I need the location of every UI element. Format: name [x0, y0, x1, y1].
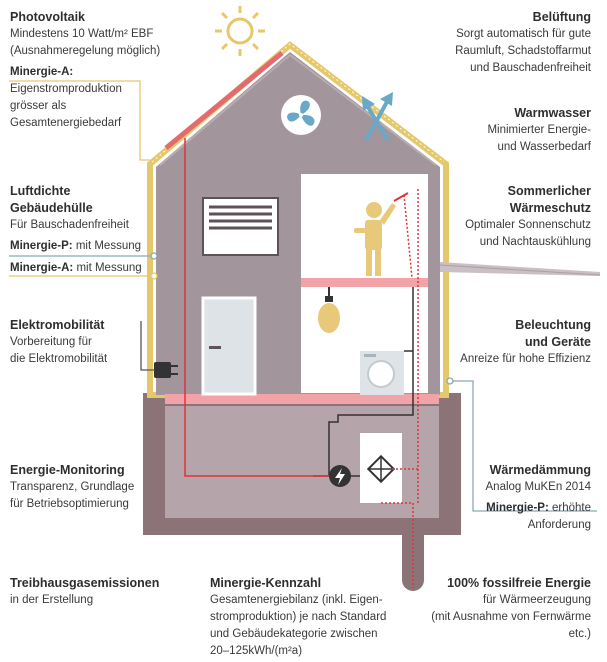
sommer-title: Sommerlicher: [507, 184, 591, 198]
label-luftdichte-minergie-a: Minergie-A: mit Messung: [10, 260, 142, 277]
warmwasser-title: Warmwasser: [514, 106, 591, 120]
door-icon: [201, 296, 257, 396]
label-monitoring: Energie-Monitoring Transparenz, Grundlag…: [10, 462, 134, 513]
label-photovoltaik: Photovoltaik Mindestens 10 Watt/m² EBF (…: [10, 9, 160, 60]
label-waermedaemmung-minergie-p: Minergie-P: erhöhte Anforderung: [451, 500, 591, 534]
photovoltaik-line: Mindestens 10 Watt/m² EBF: [10, 28, 154, 40]
fossilfrei-line: (mit Ausnahme von Fernwärme: [431, 611, 591, 623]
minergie-a-prefix: Minergie-A:: [10, 262, 74, 274]
shower-icon: [393, 192, 413, 279]
roof-edge: [159, 53, 437, 166]
sommer-title: Wärmeschutz: [509, 201, 591, 215]
sun-icon: [215, 6, 265, 56]
kennzahl-line: stromproduktion) je nach Standard: [210, 611, 387, 623]
warmwasser-line: und Wasserbedarf: [497, 141, 591, 153]
ev-plug-icon: [154, 362, 178, 378]
minergie-a-text: mit Messung: [73, 262, 142, 274]
elektromobilitaet-line: Vorbereitung für: [10, 336, 92, 348]
waermedaemmung-title: Wärmedämmung: [489, 463, 591, 477]
minergie-p-text: erhöhte: [548, 502, 591, 514]
pv-panel: [164, 51, 284, 150]
treibhaus-title: Treibhausgasemissionen: [10, 576, 160, 590]
upper-room: [301, 174, 428, 278]
belueftung-line: Sorgt automatisch für gute: [456, 28, 591, 40]
sommer-line: und Nachtauskühlung: [479, 236, 591, 248]
minergie-a-line: Eigenstromproduktion: [10, 83, 122, 95]
label-fossilfrei: 100% fossilfreie Energie für Wärmeerzeug…: [391, 575, 591, 643]
kennzahl-line: 20–125kWh/(m²a): [210, 645, 303, 657]
minergie-p-prefix: Minergie-P:: [10, 240, 73, 252]
label-waermedaemmung: Wärmedämmung Analog MuKEn 2014: [451, 462, 592, 496]
treibhaus-line: in der Erstellung: [10, 594, 94, 606]
kennzahl-line: und Gebäudekategorie zwischen: [210, 628, 378, 640]
ground-probe-icon: [402, 525, 424, 591]
luftdichte-line: Für Bauschadenfreiheit: [10, 219, 129, 231]
energy-meter-icon: [329, 465, 351, 487]
fan-icon: [281, 95, 321, 135]
monitoring-title: Energie-Monitoring: [10, 463, 125, 477]
monitoring-line: Transparenz, Grundlage: [10, 481, 135, 493]
belueftung-title: Belüftung: [532, 10, 591, 24]
luftdichte-title: Gebäudehülle: [10, 201, 93, 215]
warmwasser-line: Minimierter Energie-: [487, 124, 591, 136]
kennzahl-line: Gesamtenergiebilanz (inkl. Eigen-: [210, 594, 383, 606]
sommer-line: Optimaler Sonnenschutz: [465, 219, 591, 231]
waermedaemmung-line: Analog MuKEn 2014: [485, 481, 592, 493]
ventilation-arrows-icon: [362, 92, 393, 142]
photovoltaik-title: Photovoltaik: [10, 10, 86, 24]
elektromobilitaet-title: Elektromobilität: [10, 318, 105, 332]
belueftung-line: und Bauschadenfreiheit: [470, 62, 591, 74]
minergie-p-text: mit Messung: [72, 240, 142, 252]
belueftung-line: Raumluft, Schadstoffarmut: [455, 45, 591, 57]
minergie-a-line: Gesamtenergiebedarf: [10, 117, 122, 129]
label-belueftung: Belüftung Sorgt automatisch für gute Rau…: [391, 9, 591, 77]
window-blind-icon: [202, 197, 279, 256]
label-luftdichte: Luftdichte Gebäudehülle Für Bauschadenfr…: [10, 183, 129, 234]
heat-pump-icon: [360, 433, 402, 503]
fossilfrei-title: 100% fossilfreie Energie: [447, 576, 591, 590]
washing-machine-icon: [360, 351, 404, 395]
label-minergie-a-pv: Minergie-A: Eigenstromproduktion grösser…: [10, 64, 122, 132]
floor-heating-ground: [165, 394, 439, 404]
minergie-a-prefix: Minergie-A:: [10, 66, 74, 78]
canopy-edge: [439, 264, 601, 276]
beleuchtung-title: Beleuchtung: [515, 318, 591, 332]
minergie-p-prefix: Minergie-P:: [486, 502, 549, 514]
label-elektromobilitaet: Elektromobilität Vorbereitung für die El…: [10, 317, 107, 368]
beleuchtung-title: und Geräte: [525, 335, 591, 349]
label-treibhaus: Treibhausgasemissionen in der Erstellung: [10, 575, 159, 609]
kennzahl-title: Minergie-Kennzahl: [210, 576, 322, 590]
fossilfrei-line: etc.): [568, 628, 591, 640]
floor-heating-upper: [301, 278, 428, 287]
person-icon: [354, 202, 396, 276]
minergie-p-text: Anforderung: [527, 519, 591, 531]
photovoltaik-line: (Ausnahmeregelung möglich): [10, 45, 161, 57]
label-kennzahl: Minergie-Kennzahl Gesamtenergiebilanz (i…: [210, 575, 386, 660]
luftdichte-title: Luftdichte: [10, 184, 71, 198]
label-luftdichte-minergie-p: Minergie-P: mit Messung: [10, 238, 141, 255]
label-warmwasser: Warmwasser Minimierter Energie- und Wass…: [431, 105, 591, 156]
lamp-icon: [318, 287, 340, 333]
callout-lines: [9, 80, 597, 512]
label-beleuchtung: Beleuchtung und Geräte Anreize für hohe …: [431, 317, 591, 368]
fossilfrei-line: für Wärmeerzeugung: [482, 594, 591, 606]
beleuchtung-line: Anreize für hohe Effizienz: [460, 353, 591, 365]
elektromobilitaet-line: die Elektromobilität: [10, 353, 108, 365]
minergie-a-line: grösser als: [10, 100, 67, 112]
label-sommer: Sommerlicher Wärmeschutz Optimaler Sonne…: [431, 183, 591, 251]
heat-line: [184, 138, 419, 588]
monitoring-line: für Betriebsoptimierung: [10, 498, 129, 510]
